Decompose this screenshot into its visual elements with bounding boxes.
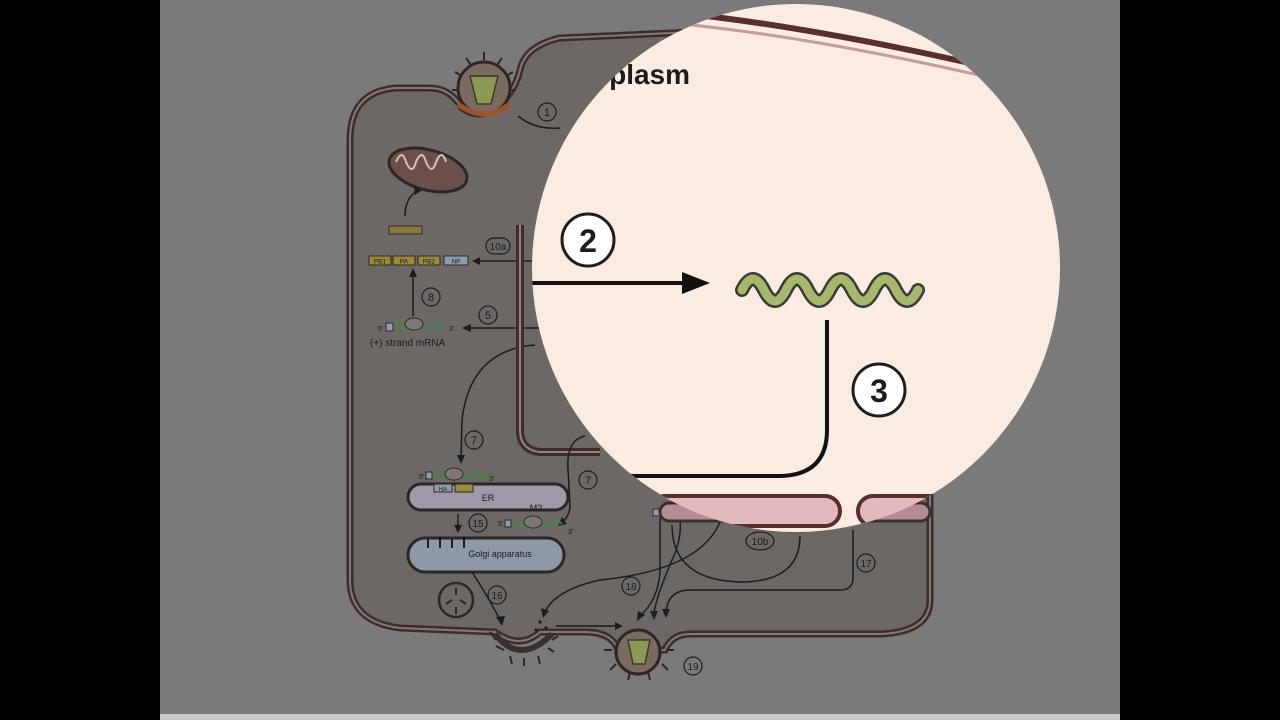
pb2-label: PB2	[423, 259, 436, 266]
step-8-badge: 8	[421, 287, 441, 307]
svg-text:8: 8	[428, 292, 434, 304]
endoplasmic-reticulum: ER M2 HA	[406, 482, 570, 513]
svg-text:17: 17	[860, 559, 872, 570]
svg-text:5: 5	[485, 310, 491, 322]
step-16-badge: 16	[487, 585, 507, 605]
svg-text:18: 18	[625, 582, 637, 593]
np-label: NP	[451, 259, 460, 266]
step-badges: 1 10a 8 5 7 7 15 16 18 17 19	[421, 102, 876, 676]
svg-text:16: 16	[491, 591, 503, 602]
mrna-5prime: 5'	[378, 326, 383, 333]
step-1-badge: 1	[537, 102, 557, 122]
svg-text:3: 3	[870, 373, 888, 409]
svg-text:2: 2	[579, 223, 597, 259]
mitochondrion	[387, 146, 469, 194]
svg-text:10b: 10b	[752, 537, 769, 548]
mrna-label: (+) strand mRNA	[370, 338, 446, 349]
magnifier-step-3-badge: 3	[851, 362, 907, 418]
bottom-strip	[160, 714, 1120, 720]
ha-label: HA	[439, 487, 447, 493]
step-7-badge-a: 7	[464, 430, 484, 450]
svg-text:15: 15	[472, 519, 484, 530]
step-7-badge-b: 7	[578, 470, 598, 490]
svg-text:7: 7	[585, 475, 591, 487]
er-mrna-3prime: 3'	[489, 476, 494, 483]
vesicle	[437, 581, 475, 619]
slide-canvas: PB1 PA PB2 NP 5' 3' (+) strand mRNA ER M…	[160, 0, 1120, 720]
step-10a-badge: 10a	[485, 237, 511, 255]
step-15-badge: 15	[468, 513, 488, 533]
virion-entering	[452, 52, 516, 117]
step-19-badge: 19	[683, 656, 703, 676]
mrna-ribosome: 5' 3'	[378, 317, 454, 333]
er-mrna-5prime: 5'	[419, 474, 424, 481]
mrna-3prime: 3'	[449, 326, 454, 333]
pb1-label: PB1	[374, 259, 387, 266]
step-18-badge: 18	[621, 576, 641, 596]
influenza-replication-diagram: PB1 PA PB2 NP 5' 3' (+) strand mRNA ER M…	[346, 4, 1060, 681]
step-17-badge: 17	[856, 553, 876, 573]
vrna-segment	[735, 272, 925, 308]
m2-label: M2	[530, 503, 543, 513]
golgi-label: Golgi apparatus	[468, 549, 532, 559]
magnifier-step-2-badge: 2	[560, 212, 616, 268]
pa-label: PA	[400, 259, 409, 266]
step-10b-badge: 10b	[745, 531, 775, 551]
svg-text:1: 1	[544, 107, 550, 119]
step-5-badge: 5	[478, 305, 498, 325]
svg-text:10a: 10a	[490, 242, 507, 253]
svg-text:7: 7	[471, 435, 477, 447]
svg-text:19: 19	[687, 662, 699, 673]
m2-mrna-5prime: 5'	[498, 521, 503, 528]
golgi-apparatus: Golgi apparatus	[406, 536, 566, 574]
m2-mrna-3prime: 3'	[568, 529, 573, 536]
polymerase-protein-bar: PB1 PA PB2 NP	[368, 255, 469, 266]
virion-exiting	[604, 628, 674, 681]
er-label: ER	[482, 493, 495, 503]
